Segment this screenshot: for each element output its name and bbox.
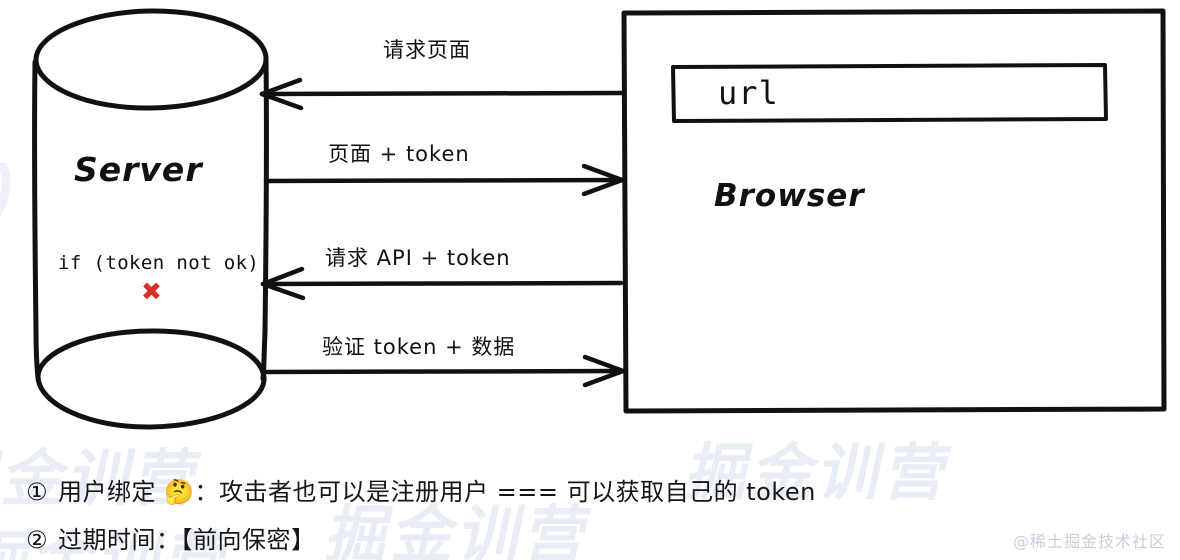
arrow-request-page xyxy=(259,77,624,111)
server-label: Server xyxy=(74,150,203,189)
arrow-label-page-token: 页面 + token xyxy=(328,142,470,166)
server-token-condition: if (token not ok) xyxy=(58,252,260,274)
note-2-text: 过期时间：【前向保密】 xyxy=(58,526,316,554)
browser-window-shape xyxy=(621,8,1167,414)
arrow-label-verify-token-data: 验证 token + 数据 xyxy=(322,335,516,359)
arrow-request-api-token xyxy=(260,266,624,301)
arrow-label-request-api-token: 请求 API + token xyxy=(325,246,511,270)
note-1-text: 用户绑定 🤔：攻击者也可以是注册用户 === 可以获取自己的 token xyxy=(58,478,816,506)
arrow-page-token xyxy=(263,163,625,197)
url-input-shape xyxy=(671,63,1108,123)
note-line-1: ① 用户绑定 🤔：攻击者也可以是注册用户 === 可以获取自己的 token xyxy=(26,472,816,507)
red-cross-icon: ✖ xyxy=(141,277,162,306)
note-2-index: ② xyxy=(26,526,49,554)
browser-label: Browser xyxy=(714,178,865,214)
note-line-2: ② 过期时间：【前向保密】 xyxy=(26,520,316,555)
arrow-label-request-page: 请求页面 xyxy=(383,38,471,62)
arrow-verify-token-data xyxy=(262,354,626,388)
url-input-value[interactable]: url xyxy=(718,74,779,112)
note-1-index: ① xyxy=(26,478,49,506)
corner-watermark: @稀土掘金技术社区 xyxy=(1012,532,1166,551)
server-cylinder-shape xyxy=(32,8,269,430)
